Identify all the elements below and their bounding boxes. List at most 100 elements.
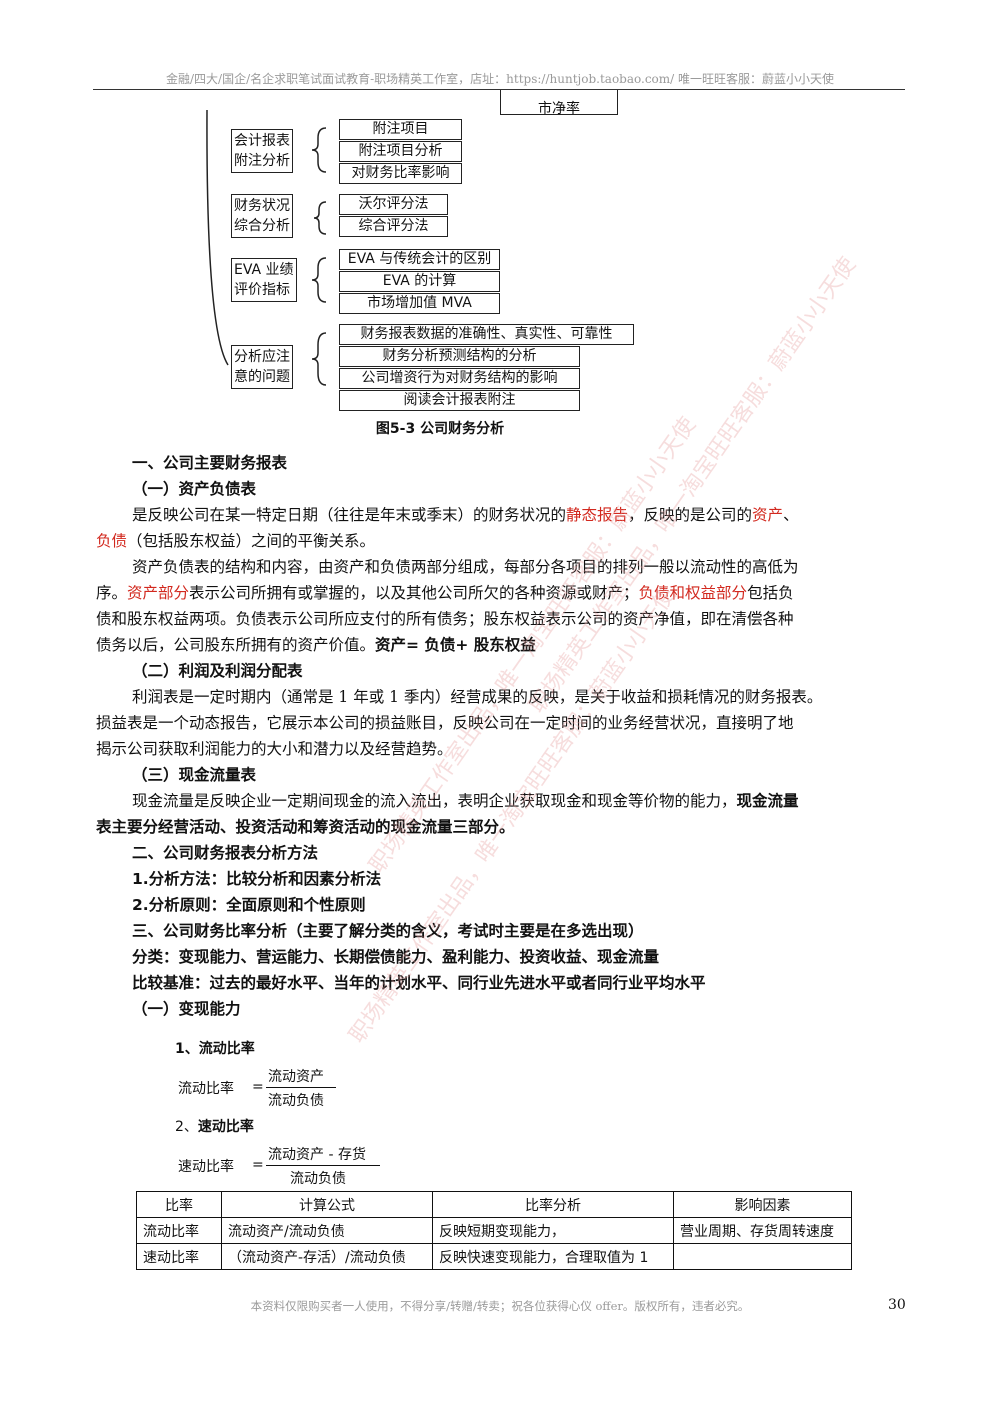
table-cell	[673, 1243, 852, 1270]
table-row: 流动比率 流动资产/流动负债 反映短期变现能力， 营业周期、存货周转速度	[136, 1217, 852, 1244]
text-span: （包括股东权益）之间的平衡关系。	[127, 532, 376, 550]
formula-denominator: 流动负债	[268, 1093, 324, 1109]
method-line: 1.分析方法：比较分析和因素分析法	[132, 870, 382, 888]
bold-span: 速动比率	[197, 1119, 254, 1135]
table-header-cell: 比率分析	[432, 1191, 674, 1218]
formula-numerator: 流动资产 - 存货	[268, 1147, 366, 1163]
fraction-bar	[266, 1165, 380, 1166]
table-cell: （流动资产-存活）/流动负债	[221, 1243, 433, 1270]
classification-line: 分类：变现能力、营运能力、长期偿债能力、盈利能力、投资收益、现金流量	[132, 948, 660, 966]
bold-span: 现金流量	[736, 792, 799, 810]
table-cell: 营业周期、存货周转速度	[673, 1217, 852, 1244]
paragraph-line: 利润表是一定时期内（通常是 1 年或 1 季内）经营成果的反映，是关于收益和损耗…	[132, 688, 823, 706]
node-item: EVA 与传统会计的区别	[339, 249, 500, 270]
diagram-top-box: 市净率	[500, 90, 618, 115]
paragraph-line: 债和股东权益两项。负债表示公司所应支付的所有债务；股东权益表示公司的资产净值，即…	[96, 610, 794, 628]
table-header-cell: 比率	[136, 1191, 222, 1218]
node-item: 市场增加值 MVA	[339, 293, 500, 314]
table-cell: 反映快速变现能力，合理取值为 1	[432, 1243, 674, 1270]
group-label-line: 财务状况	[234, 198, 290, 214]
table-row: 速动比率 （流动资产-存活）/流动负债 反映快速变现能力，合理取值为 1	[136, 1243, 852, 1270]
group-label-comprehensive: 财务状况 综合分析	[231, 194, 293, 238]
heading-3: 三、公司财务比率分析（主要了解分类的含义，考试时主要是在多选出现）	[132, 922, 644, 940]
group-label-issues: 分析应注 意的问题	[231, 345, 293, 389]
formula-current-ratio: 流动比率 = 流动资产 流动负债	[178, 1066, 358, 1110]
table-header-cell: 计算公式	[221, 1191, 433, 1218]
node-item: EVA 的计算	[339, 271, 500, 292]
header-rule	[93, 89, 905, 90]
principle-line: 2.分析原则：全面原则和个性原则	[132, 896, 366, 914]
group-label-line: EVA 业绩	[234, 262, 294, 278]
heading-1-2: （二）利润及利润分配表	[132, 662, 303, 680]
group-label-line: 意的问题	[234, 369, 290, 385]
equation-span: 资产= 负债+ 股东权益	[375, 636, 536, 654]
table-cell: 速动比率	[136, 1243, 222, 1270]
highlight-span: 静态报告	[566, 506, 629, 524]
node-item: 对财务比率影响	[339, 163, 462, 184]
group-label-line: 评价指标	[234, 282, 290, 298]
page-header: 金融/四大/国企/名企求职笔试面试教育-职场精英工作室，店址：https://h…	[165, 72, 835, 86]
paragraph-line: 债务以后，公司股东所拥有的资产价值。资产= 负债+ 股东权益	[96, 632, 896, 658]
formula-denominator: 流动负债	[290, 1171, 346, 1187]
table-header-row: 比率 计算公式 比率分析 影响因素	[136, 1191, 852, 1218]
formula-1-title: 1、流动比率	[175, 1041, 255, 1057]
heading-1-3: （三）现金流量表	[132, 766, 257, 784]
formula-numerator: 流动资产	[268, 1069, 324, 1085]
text-span: 债务以后，公司股东所拥有的资产价值。	[96, 636, 376, 654]
ratio-table: 比率 计算公式 比率分析 影响因素 流动比率 流动资产/流动负债 反映短期变现能…	[136, 1191, 852, 1270]
group-label-eva: EVA 业绩 评价指标	[231, 258, 297, 302]
group-label-line: 综合分析	[234, 218, 290, 234]
group-label-line: 分析应注	[234, 349, 290, 365]
formula-2-title: 2、速动比率	[175, 1116, 254, 1136]
paragraph-line: 表主要分经营活动、投资活动和筹资活动的现金流量三部分。	[96, 818, 515, 836]
formula-quick-ratio: 速动比率 = 流动资产 - 存货 流动负债	[178, 1144, 398, 1188]
paragraph-line: 序。资产部分表示公司所拥有或掌握的，以及其他公司所欠的各种资源或财产；负债和权益…	[96, 580, 896, 606]
table-cell: 流动资产/流动负债	[221, 1217, 433, 1244]
table-header-cell: 影响因素	[673, 1191, 852, 1218]
diagram-connectors	[206, 109, 327, 386]
highlight-span: 资产	[752, 506, 784, 524]
heading-2: 二、公司财务报表分析方法	[132, 844, 319, 862]
paragraph-line: 是反映公司在某一特定日期（往往是年末或季末）的财务状况的静态报告，反映的是公司的…	[132, 502, 932, 528]
node-item: 财务分析预测结构的分析	[339, 346, 580, 367]
node-item: 沃尔评分法	[339, 194, 448, 215]
benchmark-line: 比较基准：过去的最好水平、当年的计划水平、同行业先进水平或者同行业平均水平	[132, 974, 706, 992]
group-label-line: 会计报表	[234, 133, 290, 149]
formula-equals: =	[252, 1157, 264, 1173]
node-item: 综合评分法	[339, 216, 448, 237]
text-span: ，反映的是公司的	[628, 506, 753, 524]
text-span: 2、	[175, 1119, 198, 1135]
highlight-span: 负债和权益部分	[638, 584, 748, 602]
highlight-span: 资产部分	[127, 584, 190, 602]
paragraph-line: 揭示公司获取利润能力的大小和潜力以及经营趋势。	[96, 740, 453, 758]
text-span: 表示公司所拥有或掌握的，以及其他公司所欠的各种资源或财产；	[189, 584, 639, 602]
page-number: 30	[888, 1297, 906, 1313]
text-span: 包括负	[747, 584, 794, 602]
group-label-line: 附注分析	[234, 153, 290, 169]
paragraph-line: 负债（包括股东权益）之间的平衡关系。	[96, 528, 896, 554]
highlight-span: 负债	[96, 532, 128, 550]
text-span: 、	[783, 506, 799, 524]
paragraph-line: 现金流量是反映企业一定期间现金的流入流出，表明企业获取现金和现金等价物的能力，现…	[132, 788, 932, 814]
text-span: 是反映公司在某一特定日期（往往是年末或季末）的财务状况的	[132, 506, 567, 524]
group-label-notes: 会计报表 附注分析	[231, 129, 293, 173]
page-footer: 本资料仅限购买者一人使用，不得分享/转赠/转卖；祝各位获得心仪 offer。版权…	[250, 1299, 750, 1313]
heading-1: 一、公司主要财务报表	[132, 454, 288, 472]
node-item: 附注项目	[339, 119, 462, 140]
diagram-top-label: 市净率	[538, 101, 580, 115]
text-span: 序。	[96, 584, 128, 602]
paragraph-line: 资产负债表的结构和内容，由资产和负债两部分组成，每部分各项目的排列一般以流动性的…	[132, 558, 799, 576]
node-item: 财务报表数据的准确性、真实性、可靠性	[339, 324, 634, 345]
node-item: 公司增资行为对财务结构的影响	[339, 368, 580, 389]
paragraph-line: 损益表是一个动态报告，它展示本公司的损益账目，反映公司在一定时间的业务经营状况，…	[96, 714, 794, 732]
table-cell: 流动比率	[136, 1217, 222, 1244]
formula-lhs: 流动比率	[178, 1081, 234, 1097]
formula-lhs: 速动比率	[178, 1159, 234, 1175]
figure-caption: 图5-3 公司财务分析	[375, 421, 505, 437]
node-item: 附注项目分析	[339, 141, 462, 162]
table-cell: 反映短期变现能力，	[432, 1217, 674, 1244]
fraction-bar	[266, 1087, 336, 1088]
text-span: 现金流量是反映企业一定期间现金的流入流出，表明企业获取现金和现金等价物的能力，	[132, 792, 737, 810]
heading-1-1: （一）资产负债表	[132, 480, 257, 498]
node-item: 阅读会计报表附注	[339, 390, 580, 411]
